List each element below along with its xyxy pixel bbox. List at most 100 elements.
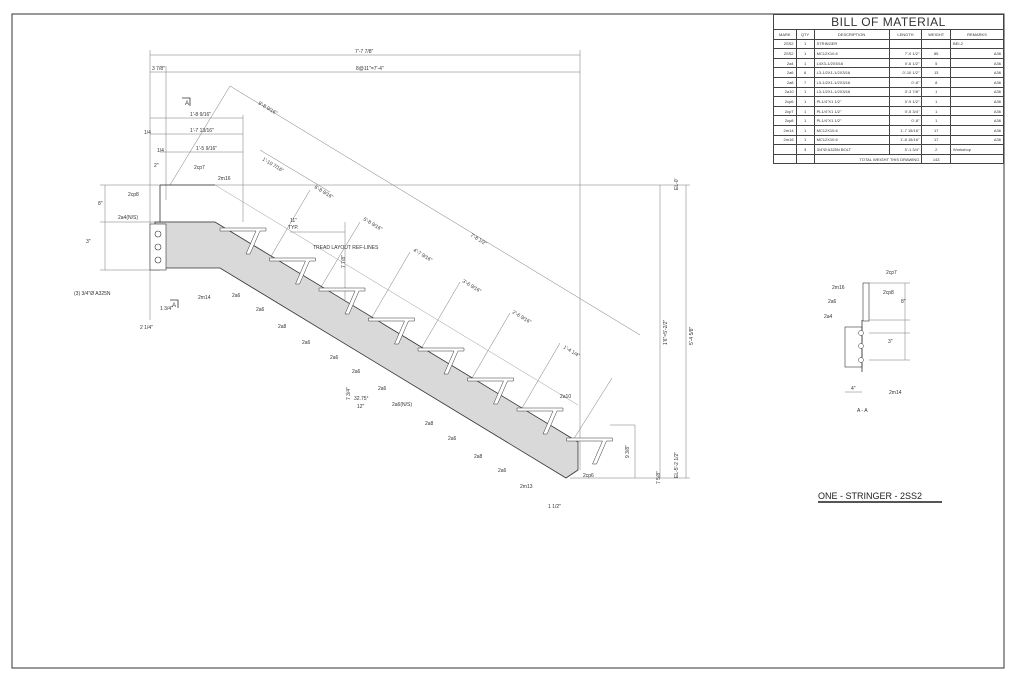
bom-header-row: MARK QTY DESCRIPTION LENGTH WEIGHT REMAR… bbox=[773, 29, 1004, 40]
bom-cell bbox=[921, 38, 951, 50]
bom-cell: A36 bbox=[950, 105, 1004, 117]
label-2cp7: 2cp7 bbox=[886, 270, 897, 276]
bom-cell: A36 bbox=[950, 115, 1004, 126]
dim-twelve: 12" bbox=[357, 404, 365, 410]
bom-cell: 2m14 bbox=[773, 124, 797, 136]
dim-bottom-v: 9 3/8" bbox=[625, 445, 631, 458]
label-el-bot: EL-5'-2 1/2" bbox=[674, 452, 680, 478]
bom-cell: 0'-8" bbox=[888, 115, 923, 126]
label-2a4: 2a4 bbox=[824, 314, 833, 320]
bolt-icon bbox=[858, 357, 864, 363]
bom-cell: 1 bbox=[921, 96, 951, 107]
label-2cp8: 2cp8 bbox=[128, 192, 139, 198]
bom-total-label: TOTAL WEIGHT THIS DRAWING bbox=[813, 153, 923, 165]
tread-angle bbox=[269, 257, 316, 285]
dim-214: 2 1/4" bbox=[140, 325, 153, 331]
bom-total-weight: 143 bbox=[921, 153, 951, 165]
dim-bottom-height: 7 5/8" bbox=[656, 471, 662, 484]
label-2cp7: 2cp7 bbox=[194, 165, 205, 171]
label-2a6: 2a6 bbox=[828, 299, 837, 305]
bom-cell: 17 bbox=[921, 134, 951, 146]
bom-cell: 7 bbox=[795, 76, 815, 88]
bill-of-material-table: BILL OF MATERIAL MARK QTY DESCRIPTION LE… bbox=[773, 14, 1004, 165]
bom-cell: 2a6 bbox=[773, 67, 797, 78]
dim-rise-total: 5'-4 5/8" bbox=[689, 326, 695, 345]
bom-cell: 1 bbox=[795, 134, 815, 146]
tread-angle bbox=[516, 407, 564, 435]
bom-cell: 0'-9 1/2" bbox=[888, 96, 923, 107]
bom-cell: A36 bbox=[950, 124, 1004, 136]
label-2a8: 2a8 bbox=[425, 421, 434, 427]
top-guide-line bbox=[214, 184, 579, 406]
bom-cell: 1 bbox=[795, 48, 815, 59]
bom-cell: 8 bbox=[921, 76, 951, 88]
bom-cell: 2a10 bbox=[773, 86, 797, 98]
dim-bottom-offset: 1 1/2" bbox=[548, 504, 561, 510]
label-2m13: 2m13 bbox=[520, 484, 533, 490]
bom-cell: MC12X10.6 bbox=[813, 134, 890, 146]
bom-cell: 1 bbox=[795, 38, 815, 50]
label-el-top: EL-0' bbox=[674, 178, 680, 190]
label-2a6: 2a6 bbox=[330, 355, 339, 361]
dim-slope: 1'-10 7/16" bbox=[261, 157, 285, 175]
bom-cell: 2SS2 bbox=[773, 38, 797, 50]
dim-slope: 9'-8 9/16" bbox=[257, 101, 278, 117]
bom-cell: 0'-3 7/8" bbox=[888, 86, 923, 98]
dim-overall: 7'-7 7/8" bbox=[355, 49, 374, 55]
label-2a8: 2a8 bbox=[278, 324, 287, 330]
dim-three: 3" bbox=[86, 239, 91, 245]
bolt-icon bbox=[154, 256, 162, 264]
tread-angles bbox=[219, 227, 613, 465]
dim-slope: 2'-6 9/16" bbox=[511, 310, 532, 326]
label-2a4: 2a4(N/S) bbox=[118, 215, 138, 221]
bom-cell: 1 bbox=[795, 115, 815, 126]
section-mark-label: A bbox=[172, 303, 176, 309]
tread-angle bbox=[368, 317, 415, 345]
bom-header: REMARKS bbox=[950, 29, 1004, 40]
dim-eight: 8" bbox=[98, 201, 103, 207]
label-typ: TYP. bbox=[288, 225, 298, 231]
bom-cell: A36 bbox=[950, 57, 1004, 69]
label-2m14: 2m14 bbox=[889, 390, 902, 396]
bom-cell: A36 bbox=[950, 86, 1004, 98]
bom-cell: A36 bbox=[950, 76, 1004, 88]
sheet-border bbox=[11, 13, 1005, 669]
bom-cell: 7'-0 1/2" bbox=[888, 48, 923, 59]
bom-header: LENGTH bbox=[888, 29, 923, 40]
bom-title: BILL OF MATERIAL bbox=[773, 14, 1004, 30]
bom-header: MARK bbox=[773, 29, 797, 40]
dim-slope: 3'-6 9/16" bbox=[461, 279, 482, 295]
bom-cell: PL1/4"X1 1/2" bbox=[813, 115, 890, 126]
dim-two: 2" bbox=[154, 163, 159, 169]
bom-cell: 0'-6 1/2" bbox=[888, 57, 923, 69]
bom-cell: 0'-5 3/4" bbox=[888, 105, 923, 117]
dim-slope: 6'-8 9/16" bbox=[313, 185, 334, 201]
dim-run: 7'-8 1/2" bbox=[469, 233, 488, 248]
bom-cell: 85 bbox=[921, 48, 951, 59]
bom-cell: MC12X10.6 bbox=[813, 124, 890, 136]
bom-cell: L3-1/2X1-1/2X3/16 bbox=[813, 76, 890, 88]
bom-cell: 0'-8" bbox=[888, 76, 923, 88]
stringer-channel bbox=[154, 221, 579, 479]
dim-d1: 1'-8 9/16" bbox=[190, 112, 211, 118]
label-2a6: 2a6 bbox=[232, 293, 241, 299]
bom-cell: A36 bbox=[950, 48, 1004, 59]
bom-cell: 5 bbox=[921, 57, 951, 69]
bom-cell: 2cp7 bbox=[773, 105, 797, 117]
bolt-icon bbox=[858, 343, 864, 349]
bom-total-row: TOTAL WEIGHT THIS DRAWING 143 bbox=[773, 153, 1004, 165]
bom-cell: 2a8 bbox=[773, 76, 797, 88]
bom-cell: L3-1/2X1-1/2X3/16 bbox=[813, 67, 890, 78]
bom-cell: 1 bbox=[921, 86, 951, 98]
dim-8: 8" bbox=[901, 299, 906, 305]
bom-cell: PL1/4"X1 1/2" bbox=[813, 105, 890, 117]
bom-cell: 1'-7 15/16" bbox=[888, 124, 923, 136]
label-2a6: 2a6 bbox=[498, 468, 507, 474]
tread-angle bbox=[566, 437, 613, 465]
